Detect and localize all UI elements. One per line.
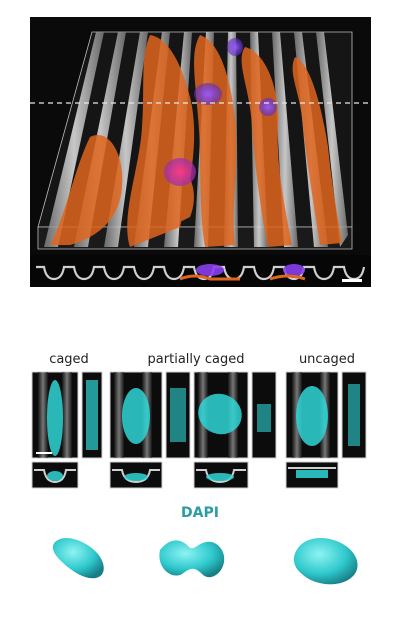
view-caged xyxy=(31,371,103,489)
nucleus-purple xyxy=(194,83,222,105)
view-partially-caged-2 xyxy=(193,371,277,489)
cross-section-strip xyxy=(30,255,371,287)
nucleus-purple xyxy=(259,98,277,116)
view-partially-caged-1 xyxy=(109,371,191,489)
nucleus-uncaged-3d xyxy=(293,538,358,585)
nucleus-purple xyxy=(227,38,243,56)
scale-bar xyxy=(342,279,362,282)
orthogonal-views-image xyxy=(30,370,371,492)
label-uncaged: uncaged xyxy=(298,352,356,367)
microscopy-3d-panel xyxy=(30,17,371,287)
label-partially-caged: partially caged xyxy=(147,352,245,367)
nucleus-pink xyxy=(164,158,196,186)
dapi-3d-nuclei xyxy=(40,528,370,592)
dapi-3d-image xyxy=(52,537,358,585)
nucleus-partially-caged-3d xyxy=(159,540,225,578)
dapi-label: DAPI xyxy=(181,505,219,521)
microscopy-3d-image xyxy=(30,17,371,287)
view-uncaged xyxy=(285,371,367,489)
orthogonal-views-panel xyxy=(30,370,371,492)
label-caged: caged xyxy=(49,352,89,367)
nucleus-caged-3d xyxy=(52,537,104,579)
